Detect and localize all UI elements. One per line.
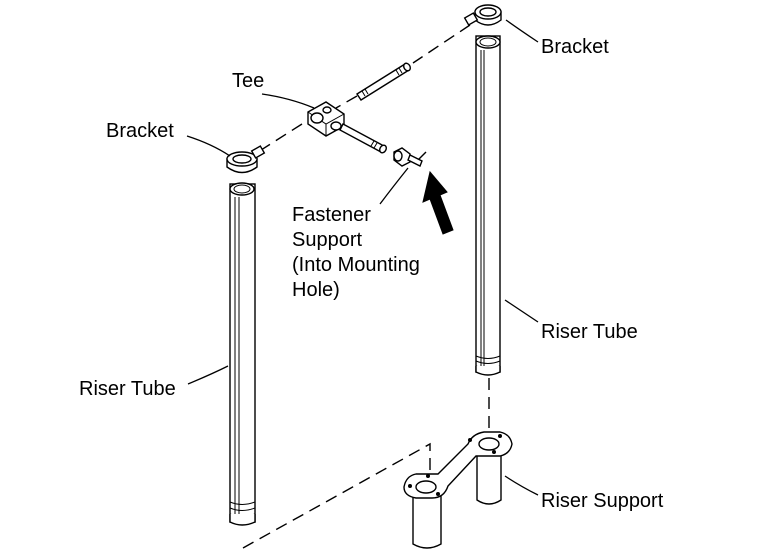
label-bracket-left: Bracket — [106, 120, 174, 142]
label-fastener-line-1: Fastener — [292, 204, 371, 226]
label-riser-support: Riser Support — [541, 490, 664, 512]
riser-tube-left — [229, 182, 256, 526]
label-fastener-line-2: Support — [292, 229, 362, 251]
bracket-right — [463, 4, 502, 26]
bracket-left — [226, 145, 266, 174]
assembly-lines — [242, 24, 490, 549]
label-tee: Tee — [232, 70, 264, 92]
leader-lines — [186, 19, 539, 496]
label-riser-tube-right: Riser Tube — [541, 321, 638, 343]
fastener-support — [393, 147, 423, 167]
label-bracket-right: Bracket — [541, 36, 609, 58]
label-fastener-line-3: (Into Mounting — [292, 254, 420, 276]
label-riser-tube-left: Riser Tube — [79, 378, 176, 400]
label-fastener-line-4: Hole) — [292, 279, 340, 301]
insertion-arrow — [422, 170, 454, 235]
riser-tube-right — [475, 35, 501, 376]
lower-rod — [339, 123, 387, 154]
upper-rod — [356, 62, 412, 101]
tee-fitting — [307, 101, 345, 137]
riser-support-assembly — [403, 431, 513, 549]
labels: Bracket Tee Bracket Fastener Support (In… — [79, 36, 664, 512]
